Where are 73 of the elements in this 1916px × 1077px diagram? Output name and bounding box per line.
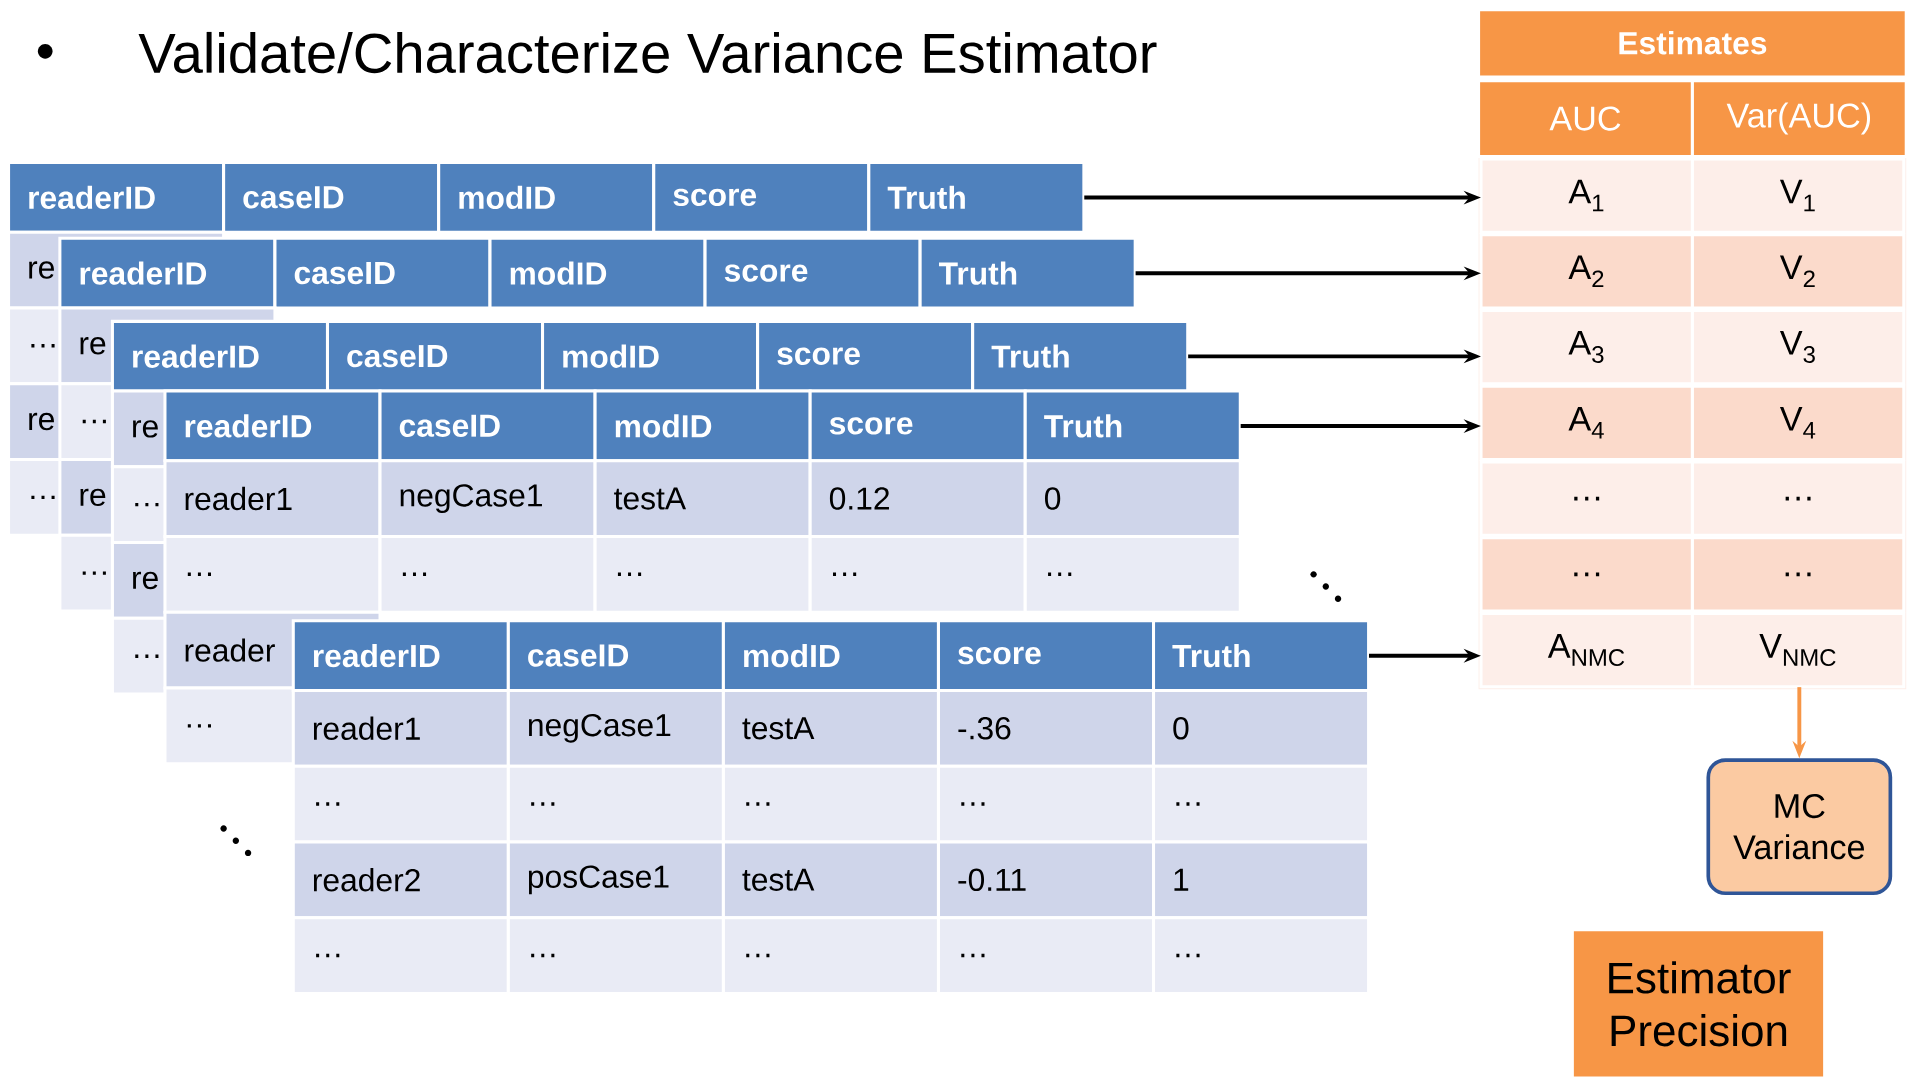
table-header: readerID caseID modID score Truth [110, 319, 1190, 393]
table-cell: … [506, 916, 725, 995]
node-label: Truth [887, 185, 965, 210]
table-cell: testA [721, 688, 940, 768]
node-label: caseID [347, 345, 448, 368]
node-label: modID [510, 261, 607, 285]
table-row: A$_{NMC}$ V$_{NMC}$ [1479, 611, 1906, 689]
table-cell: reader1 [291, 688, 510, 768]
table-cell: … [163, 534, 382, 614]
table-cell: … [1152, 916, 1371, 995]
rounded-box: MC Variance [1706, 758, 1893, 896]
table-cell: -.36 [936, 688, 1156, 768]
table-row: … … [1479, 536, 1906, 613]
table-cell: posCase1 [506, 840, 725, 920]
node-label: V$_{2}$ [1779, 255, 1815, 288]
table-cell: … [936, 916, 1156, 995]
node-label: modID [459, 185, 555, 210]
table-row: … … [1479, 460, 1906, 537]
node-label: AUC [1549, 106, 1621, 131]
node-label: caseID [294, 262, 395, 285]
node-label: Estimates [1619, 31, 1767, 55]
node-label: Var(AUC) [1726, 102, 1871, 135]
process-box: Estimator Precision [1573, 931, 1824, 1077]
node-label: score [777, 347, 860, 365]
table-header: readerID caseID modID score Truth [291, 619, 1371, 692]
table-cell: negCase1 [506, 688, 725, 768]
node-label: V$_{1}$ [1779, 179, 1815, 212]
node-label: … [1785, 496, 1811, 501]
table-cell: … [378, 534, 597, 614]
table-header: readerID caseID modID score Truth [7, 161, 1086, 234]
table-cell: testA [721, 840, 940, 920]
node-label: modID [615, 414, 712, 438]
node-label: score [724, 264, 808, 282]
node-label: … [1785, 572, 1811, 577]
table-cell: … [291, 764, 510, 844]
node-label: Truth [991, 344, 1069, 368]
table-cell: -0.11 [936, 840, 1156, 920]
table-cell: … [593, 534, 812, 614]
table-row: A$_{4}$ V$_{4}$ [1479, 384, 1906, 461]
table-row: A$_{2}$ V$_{2}$ [1479, 233, 1906, 310]
table-row: A$_{3}$ V$_{3}$ [1479, 308, 1906, 386]
node-label: score [958, 646, 1041, 665]
table-header: readerID caseID modID score Truth [58, 236, 1137, 310]
table-cell: … [506, 764, 725, 844]
node-label: modID [744, 643, 840, 668]
table-cell: … [721, 916, 940, 995]
node-label: V$_{4}$ [1779, 407, 1816, 439]
table-cell: negCase1 [378, 459, 597, 538]
table-cell: … [1023, 534, 1242, 614]
node-label: readerID [29, 185, 155, 210]
table-cell: … [721, 764, 940, 844]
table-cell: 0.12 [808, 459, 1027, 538]
table-cell: … [808, 534, 1027, 614]
table-cell: 0 [1152, 688, 1371, 768]
table-cell: … [291, 916, 510, 995]
node-label: caseID [528, 644, 629, 667]
table-cell: testA [593, 459, 812, 538]
table-cell: 0 [1023, 459, 1242, 538]
table-cell: … [936, 764, 1156, 844]
node-label: V$_{3}$ [1779, 331, 1815, 363]
table-cell: reader2 [291, 840, 510, 920]
table-cell: reader1 [163, 459, 382, 538]
node-label: Truth [939, 261, 1017, 285]
node-label: score [673, 188, 757, 207]
node-label: caseID [399, 414, 500, 437]
table-row: A$_{1}$ V$_{1}$ [1479, 157, 1906, 234]
node-label: modID [563, 344, 659, 368]
table-header: readerID caseID modID score Truth [163, 389, 1242, 463]
node-label: Truth [1044, 414, 1122, 438]
table-cell: 1 [1152, 840, 1371, 920]
title: Validate/Characterize Variance Estimator [138, 31, 1157, 74]
node-label: V$_{NMC}$ [1759, 634, 1836, 667]
table-cell: … [1152, 764, 1371, 844]
